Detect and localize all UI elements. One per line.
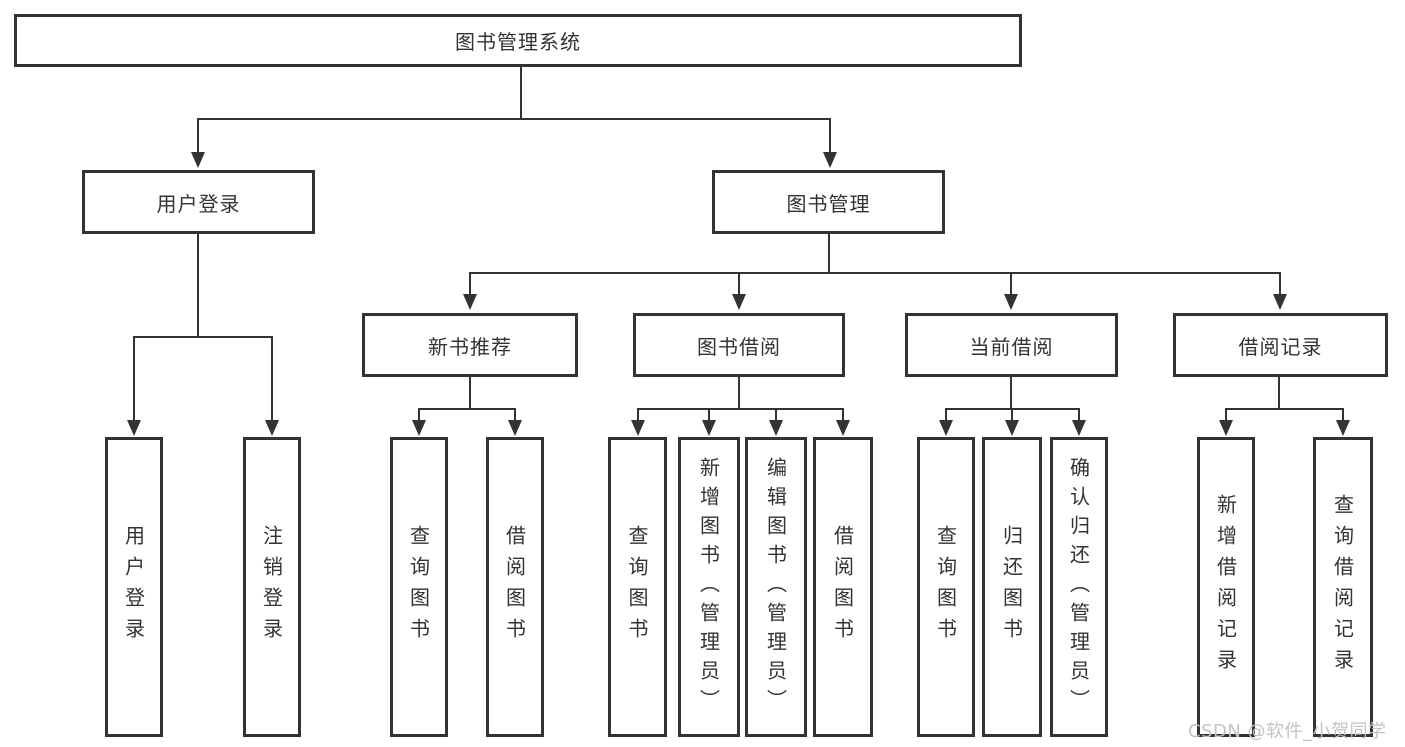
- node-root-library-system: 图书管理系统: [14, 14, 1022, 67]
- leaf-label: 新增图书（管理员）: [696, 456, 721, 718]
- arrow-down-icon: [191, 152, 205, 168]
- arrow-down-icon: [939, 420, 953, 436]
- connector-user-login-splitter: [133, 336, 273, 338]
- arrow-down-icon: [1004, 294, 1018, 310]
- leaf-label: 查询借阅记录: [1330, 494, 1355, 680]
- connector-stub-leaf: [1011, 408, 1013, 421]
- connector-new-book-stem: [469, 375, 471, 408]
- connector-stub-leaf: [775, 408, 777, 421]
- connector-root-splitter: [197, 118, 831, 120]
- connector-stub-leaf: [842, 408, 844, 421]
- leaf-query-book-borrow: 查询图书: [608, 437, 667, 737]
- arrow-down-icon: [508, 420, 522, 436]
- leaf-label: 新增借阅记录: [1213, 494, 1238, 680]
- leaf-query-book-current: 查询图书: [917, 437, 975, 737]
- node-user-login: 用户登录: [82, 170, 315, 234]
- leaf-label: 注销登录: [259, 525, 284, 649]
- node-label: 当前借阅: [969, 334, 1054, 359]
- watermark: CSDN @软件_小贺同学: [1188, 721, 1387, 742]
- arrow-down-icon: [1072, 420, 1086, 436]
- leaf-label: 查询图书: [933, 525, 958, 649]
- connector-borrow-record-splitter: [1225, 408, 1343, 410]
- leaf-add-book-admin: 新增图书（管理员）: [678, 437, 740, 737]
- arrow-down-icon: [1273, 294, 1287, 310]
- arrow-down-icon: [732, 294, 746, 310]
- node-label: 图书管理系统: [455, 30, 581, 54]
- connector-stub-leaf: [1225, 408, 1227, 421]
- arrow-down-icon: [1219, 420, 1233, 436]
- connector-book-management-stem: [828, 232, 830, 272]
- connector-stub-borrow-record: [1279, 272, 1281, 295]
- arrow-down-icon: [127, 420, 141, 436]
- leaf-logout: 注销登录: [243, 437, 301, 737]
- connector-stub-leaf: [1078, 408, 1080, 421]
- connector-new-book-splitter: [418, 408, 515, 410]
- connector-book-borrow-stem: [738, 375, 740, 408]
- arrow-down-icon: [463, 294, 477, 310]
- arrow-down-icon: [836, 420, 850, 436]
- node-label: 新书推荐: [428, 334, 512, 359]
- leaf-label: 借阅图书: [502, 525, 527, 649]
- connector-stub-leaf: [271, 336, 273, 421]
- connector-current-borrow-stem: [1010, 375, 1012, 408]
- connector-book-borrow-splitter: [637, 408, 843, 410]
- leaf-return-book: 归还图书: [982, 437, 1042, 737]
- connector-stub-leaf: [945, 408, 947, 421]
- leaf-borrow-book: 借阅图书: [813, 437, 873, 737]
- node-label: 图书借阅: [697, 334, 781, 359]
- node-book-borrow: 图书借阅: [633, 313, 845, 377]
- arrow-down-icon: [265, 420, 279, 436]
- leaf-label: 确认归还（管理员）: [1066, 456, 1091, 718]
- connector-stub-book-borrow: [738, 272, 740, 295]
- connector-stub-leaf: [1342, 408, 1344, 421]
- leaf-borrow-book-recommend: 借阅图书: [486, 437, 544, 737]
- node-borrow-record: 借阅记录: [1173, 313, 1388, 377]
- node-book-management: 图书管理: [712, 170, 945, 234]
- connector-stub-leaf: [514, 408, 516, 421]
- connector-stub-new-book: [469, 272, 471, 295]
- leaf-query-borrow-record: 查询借阅记录: [1313, 437, 1373, 737]
- connector-stub-book-management: [829, 118, 831, 154]
- leaf-user-login: 用户登录: [105, 437, 163, 737]
- leaf-query-book-recommend: 查询图书: [390, 437, 448, 737]
- node-label: 借阅记录: [1238, 334, 1323, 359]
- node-current-borrow: 当前借阅: [905, 313, 1118, 377]
- leaf-label: 用户登录: [121, 525, 146, 649]
- arrow-down-icon: [412, 420, 426, 436]
- arrow-down-icon: [1005, 420, 1019, 436]
- leaf-confirm-return-admin: 确认归还（管理员）: [1050, 437, 1108, 737]
- arrow-down-icon: [823, 152, 837, 168]
- connector-stub-leaf: [133, 336, 135, 421]
- leaf-add-borrow-record: 新增借阅记录: [1197, 437, 1255, 737]
- arrow-down-icon: [631, 420, 645, 436]
- leaf-label: 查询图书: [625, 525, 649, 649]
- node-label: 图书管理: [786, 191, 871, 216]
- connector-user-login-stem: [197, 232, 199, 336]
- arrow-down-icon: [769, 420, 783, 436]
- connector-root-stem: [520, 66, 522, 118]
- connector-book-management-splitter: [469, 272, 1281, 274]
- leaf-label: 借阅图书: [830, 525, 855, 649]
- leaf-label: 编辑图书（管理员）: [763, 456, 788, 718]
- connector-stub-leaf: [637, 408, 639, 421]
- arrow-down-icon: [1336, 420, 1350, 436]
- connector-stub-user-login: [197, 118, 199, 154]
- leaf-edit-book-admin: 编辑图书（管理员）: [745, 437, 807, 737]
- arrow-down-icon: [702, 420, 716, 436]
- node-label: 用户登录: [156, 191, 241, 216]
- leaf-label: 归还图书: [999, 525, 1024, 649]
- connector-stub-leaf: [708, 408, 710, 421]
- leaf-label: 查询图书: [406, 525, 431, 649]
- connector-stub-leaf: [418, 408, 420, 421]
- node-new-book-recommend: 新书推荐: [362, 313, 578, 377]
- connector-stub-current-borrow: [1010, 272, 1012, 295]
- connector-borrow-record-stem: [1278, 375, 1280, 408]
